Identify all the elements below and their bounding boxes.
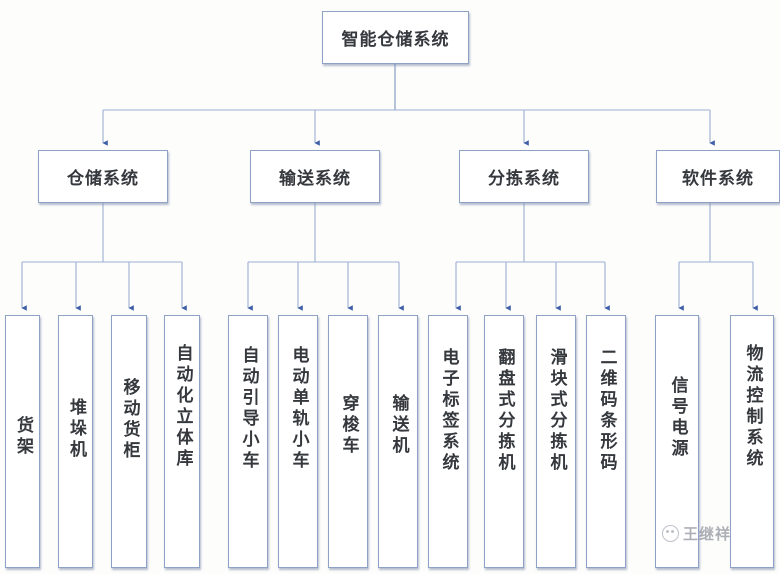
leaf-node[interactable]: 滑块式分拣机 [536,315,576,568]
leaf-node[interactable]: 电子标签系统 [428,315,468,568]
leaf-node[interactable]: 物流控制系统 [730,315,774,568]
leaf-node[interactable]: 信号电源 [655,315,699,568]
branch-node-label: 输送系统 [279,169,351,189]
root-node[interactable]: 智能仓储系统 [322,11,469,64]
leaf-node[interactable]: 输送机 [378,315,418,568]
leaf-node-label: 翻盘式分拣机 [494,348,515,474]
leaf-node[interactable]: 自动引导小车 [228,315,268,568]
leaf-node-label: 货架 [13,416,33,458]
leaf-node-label: 堆垛机 [66,398,86,461]
branch-node-label: 分拣系统 [488,169,560,189]
leaf-node-label: 电动单轨小车 [288,346,309,472]
leaf-node[interactable]: 电动单轨小车 [278,315,318,568]
leaf-node[interactable]: 穿梭车 [328,315,368,568]
leaf-node[interactable]: 堆垛机 [58,315,93,568]
leaf-node[interactable]: 货架 [5,315,40,568]
leaf-node-label: 信号电源 [667,376,688,460]
branch-node-label: 仓储系统 [67,169,139,189]
branch-node-conveying[interactable]: 输送系统 [250,150,380,203]
branch-node-sorting[interactable]: 分拣系统 [459,150,589,203]
leaf-node-label: 自动引导小车 [238,346,259,472]
leaf-node-label: 移动货柜 [119,378,140,462]
leaf-node[interactable]: 自动化立体库 [164,315,200,568]
leaf-node-label: 物流控制系统 [742,344,763,470]
leaf-node-label: 电子标签系统 [438,348,459,474]
leaf-node-label: 穿梭车 [338,394,359,457]
leaf-node[interactable]: 移动货柜 [111,315,147,568]
branch-node-storage[interactable]: 仓储系统 [38,150,168,203]
leaf-node-label: 输送机 [388,394,409,457]
leaf-node-label: 滑块式分拣机 [546,348,567,474]
root-node-label: 智能仓储系统 [341,30,450,50]
leaf-node[interactable]: 二维码条形码 [586,315,626,568]
leaf-node[interactable]: 翻盘式分拣机 [484,315,524,568]
leaf-node-label: 自动化立体库 [172,344,193,470]
branch-node-label: 软件系统 [682,169,754,189]
branch-node-software[interactable]: 软件系统 [656,150,780,203]
leaf-node-label: 二维码条形码 [596,348,617,474]
